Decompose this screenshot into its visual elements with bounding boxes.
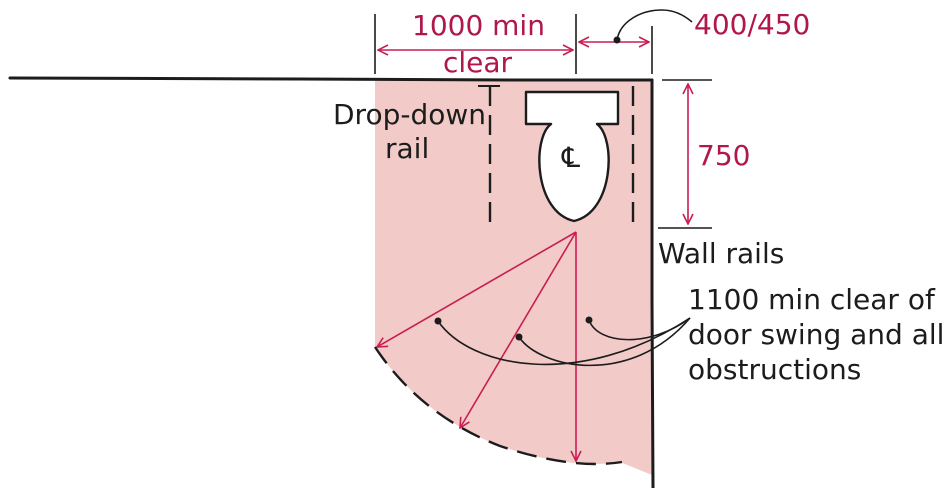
clearance-label-line2: door swing and all — [688, 318, 944, 351]
clearance-label-line3: obstructions — [688, 353, 861, 386]
door-swing-arc — [373, 346, 623, 466]
side-offset-leader-dot — [613, 36, 621, 44]
drop-down-label-line1: Drop-down — [333, 98, 486, 131]
back-wall — [8, 76, 654, 82]
side-offset-label: 400/450 — [694, 8, 810, 41]
leader-dot-1 — [434, 317, 442, 325]
swing-radius-2 — [460, 231, 577, 428]
wall-rails-label: Wall rails — [658, 237, 784, 270]
clearance-label-line1: 1100 min clear of — [688, 283, 936, 316]
drop-down-label-line2: rail — [385, 132, 429, 165]
width-label-line2: clear — [443, 46, 513, 79]
depth-label: 750 — [697, 139, 750, 172]
leader-dot-2 — [515, 333, 523, 341]
width-label-line1: 1000 min — [412, 9, 545, 42]
side-offset-leader — [616, 9, 693, 41]
toilet-pan — [524, 90, 620, 223]
swing-radius-1 — [377, 231, 577, 347]
leader-dot-3 — [585, 316, 593, 324]
clearance-leaders — [437, 317, 691, 367]
side-wall — [650, 78, 655, 488]
centerline-symbol: ℄ — [561, 141, 580, 174]
